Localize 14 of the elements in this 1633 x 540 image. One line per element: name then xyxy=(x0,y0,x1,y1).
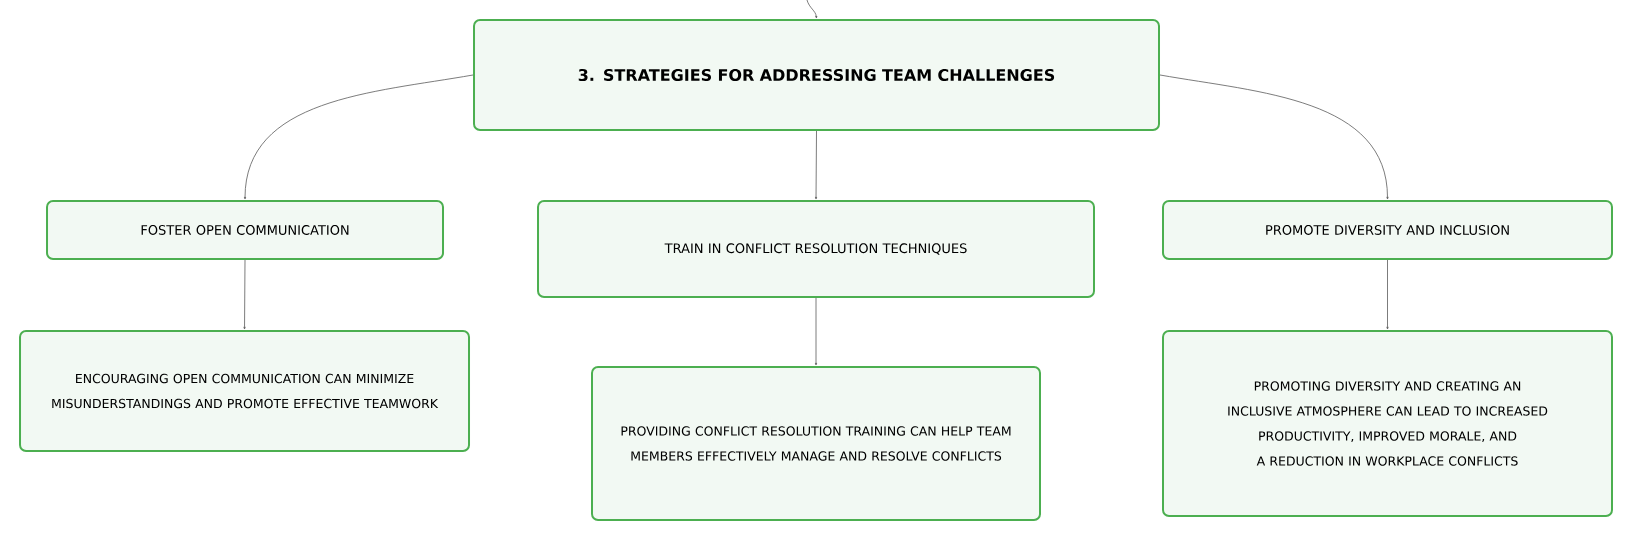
arrow xyxy=(814,297,818,366)
arrow xyxy=(1386,259,1389,330)
topic-box: PROMOTE DIVERSITY AND INCLUSION xyxy=(1162,200,1613,260)
topic-box: TRAIN IN CONFLICT RESOLUTION TECHNIQUES xyxy=(537,200,1095,298)
arrow xyxy=(243,74,474,200)
description-box: PROVIDING CONFLICT RESOLUTION TRAINING CAN HELP TEAM MEMBERS EFFECTIVELY MANAGE AND RESOLVE CONFLICTS xyxy=(591,366,1041,521)
arrow xyxy=(1159,74,1389,200)
title-box: 3. STRATEGIES FOR ADDRESSING TEAM CHALLENGES xyxy=(473,19,1160,131)
arrow xyxy=(806,0,818,19)
arrow xyxy=(243,259,246,330)
topic-box: FOSTER OPEN COMMUNICATION xyxy=(46,200,444,260)
description-box: PROMOTING DIVERSITY AND CREATING AN INCLUSIVE ATMOSPHERE CAN LEAD TO INCREASED PRODUCTIVITY, IMPROVED MORALE, AND A REDUCTION IN WORKPLACE CONFLICTS xyxy=(1162,330,1613,517)
description-box: ENCOURAGING OPEN COMMUNICATION CAN MINIMIZE MISUNDERSTANDINGS AND PROMOTE EFFECTIVE TEAMWORK xyxy=(19,330,470,452)
arrow xyxy=(814,130,818,200)
